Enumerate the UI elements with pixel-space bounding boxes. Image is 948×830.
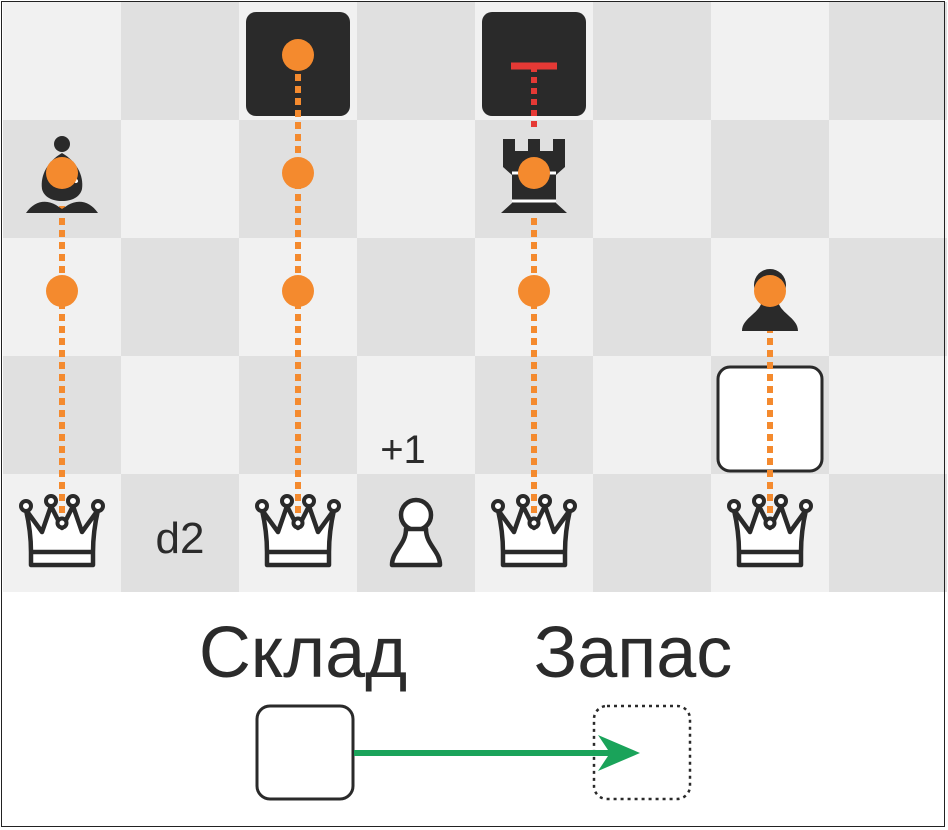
path-a-dot-a3 <box>46 275 78 307</box>
path-c-dot-c4 <box>282 157 314 189</box>
square-b4[interactable] <box>121 120 239 238</box>
reserve-label: Запас <box>534 613 733 693</box>
square-h4[interactable] <box>829 120 947 238</box>
path-g-dot-g3 <box>754 275 786 307</box>
square-text-d2: d2 <box>156 514 205 563</box>
storage-box <box>255 704 355 801</box>
square-g4[interactable] <box>711 120 829 238</box>
square-f2[interactable] <box>593 356 711 474</box>
square-b1[interactable] <box>121 474 239 592</box>
path-a-dot-a4 <box>46 157 78 189</box>
storage-label: Склад <box>199 613 407 693</box>
square-d2[interactable] <box>357 356 475 474</box>
square-f4[interactable] <box>593 120 711 238</box>
path-e-dot-e4 <box>518 157 550 189</box>
path-e-dot-e3 <box>518 275 550 307</box>
legend: Склад Запас <box>199 613 733 801</box>
square-d3[interactable] <box>357 238 475 356</box>
square-h5[interactable] <box>829 2 947 120</box>
square-h1[interactable] <box>829 474 947 592</box>
square-b3[interactable] <box>121 238 239 356</box>
square-h2[interactable] <box>829 356 947 474</box>
path-dots <box>46 39 786 307</box>
white-block-g2 <box>716 365 824 473</box>
square-b2[interactable] <box>121 356 239 474</box>
square-a5[interactable] <box>3 2 121 120</box>
square-f5[interactable] <box>593 2 711 120</box>
path-c-dot-c5 <box>282 39 314 71</box>
square-f3[interactable] <box>593 238 711 356</box>
transfer-arrow-head <box>598 735 640 771</box>
bonus-badge: +1 <box>380 428 426 472</box>
square-d4[interactable] <box>357 120 475 238</box>
move-paths <box>59 61 773 513</box>
square-f1[interactable] <box>593 474 711 592</box>
square-g5[interactable] <box>711 2 829 120</box>
square-b5[interactable] <box>121 2 239 120</box>
square-h3[interactable] <box>829 238 947 356</box>
square-d5[interactable] <box>357 2 475 120</box>
path-c-dot-c3 <box>282 275 314 307</box>
